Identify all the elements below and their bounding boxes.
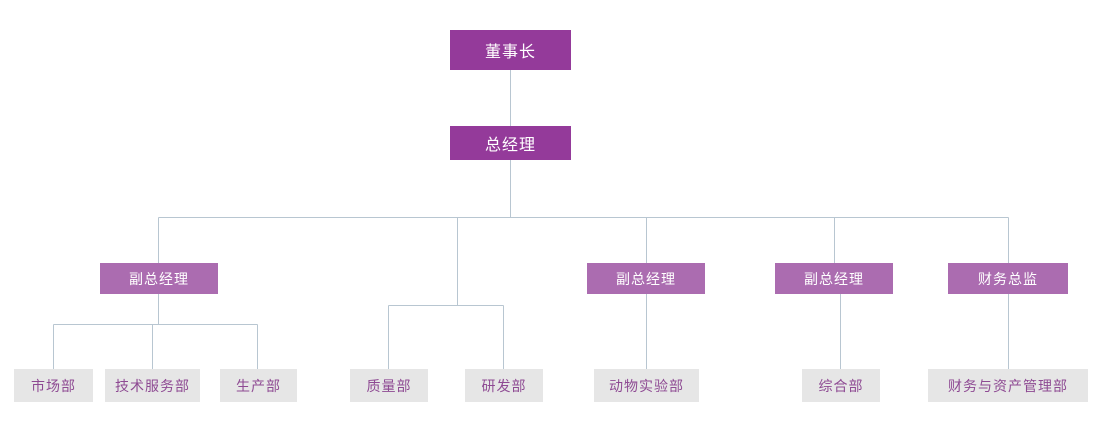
node-animal-lab-department[interactable]: 动物实验部	[594, 369, 699, 402]
node-marketing-department-label: 市场部	[31, 378, 76, 395]
node-general-affairs-department[interactable]: 综合部	[802, 369, 880, 402]
node-finance-asset-management-department[interactable]: 财务与资产管理部	[928, 369, 1088, 402]
node-technical-service-department-label: 技术服务部	[115, 378, 190, 395]
node-general-affairs-department-label: 综合部	[818, 378, 864, 395]
node-quality-department-label: 质量部	[366, 378, 412, 395]
node-chairman-label: 董事长	[484, 42, 536, 61]
node-cfo[interactable]: 财务总监	[948, 263, 1068, 294]
node-technical-service-department[interactable]: 技术服务部	[105, 369, 200, 402]
node-production-department-label: 生产部	[236, 378, 281, 395]
node-deputy-gm-1-label: 副总经理	[129, 271, 189, 288]
node-production-department[interactable]: 生产部	[220, 369, 297, 402]
node-rd-department[interactable]: 研发部	[465, 369, 543, 402]
node-chairman[interactable]: 董事长	[450, 30, 571, 70]
node-deputy-gm-2-label: 副总经理	[616, 271, 676, 288]
node-general-manager[interactable]: 总经理	[450, 126, 571, 160]
node-animal-lab-department-label: 动物实验部	[609, 378, 684, 395]
node-rd-department-label: 研发部	[481, 378, 527, 395]
node-quality-department[interactable]: 质量部	[350, 369, 428, 402]
node-deputy-gm-1[interactable]: 副总经理	[100, 263, 218, 294]
node-cfo-label: 财务总监	[978, 271, 1038, 288]
node-deputy-gm-3-label: 副总经理	[804, 271, 864, 288]
node-finance-asset-management-department-label: 财务与资产管理部	[948, 378, 1068, 395]
node-marketing-department[interactable]: 市场部	[14, 369, 93, 402]
node-deputy-gm-2[interactable]: 副总经理	[587, 263, 705, 294]
node-general-manager-label: 总经理	[484, 135, 536, 154]
node-deputy-gm-3[interactable]: 副总经理	[775, 263, 893, 294]
